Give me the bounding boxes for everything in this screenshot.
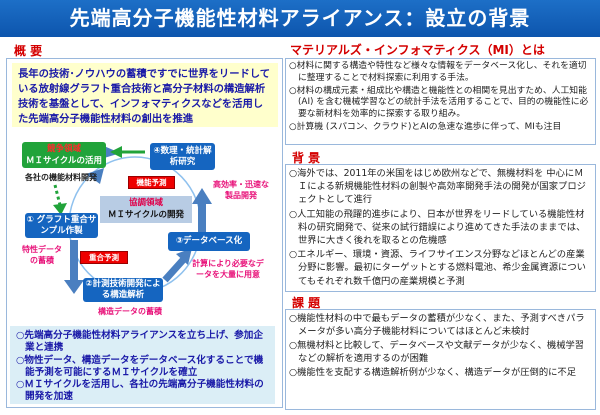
issue-item: ○機能性材料の中で最もデータの蓄積が少なく、また、予測すべきパラメータが多い高分… bbox=[289, 313, 585, 337]
background-heading: 背 景 bbox=[292, 151, 321, 165]
step2-node: ②計測技術開発による構造解析 bbox=[83, 278, 163, 302]
issues-box: ○機能性材料の中で最もデータの蓄積が少なく、また、予測すべきパラメータが多い高分… bbox=[285, 309, 596, 410]
mi-box: ○材料に関する構造や特性など様々な情報をデータベース化し、それを適切に整理するこ… bbox=[285, 58, 596, 145]
coop-title: 協調領域 bbox=[128, 198, 163, 208]
step3-node: ③データベース化 bbox=[168, 232, 250, 251]
prop-data-note: 特性データの蓄積 bbox=[22, 245, 62, 265]
fast-dev-note: 高効率・迅速な製品開発 bbox=[213, 180, 269, 200]
alliance-point: ○物性データ、構造データをデータベース化することで機能予測を可能にするＭＩサイク… bbox=[16, 354, 264, 378]
mi-item: ○計算機 (スパコン、クラウド)とAIの急速な進歩に伴って、MIも注目 bbox=[289, 121, 562, 132]
background-box: ○海外では、2011年の米国をはじめ欧州などで、無機材料を 中心にＭＩによる新規… bbox=[285, 164, 596, 292]
company-dev-label: 各社の機能材料開発 bbox=[25, 173, 97, 182]
mi-cycle-diagram bbox=[53, 144, 212, 294]
arrow-head-4-1 bbox=[86, 168, 104, 184]
background-item: ○人工知能の飛躍的進歩により、日本が世界をリードしている機能性材料の研究開発で、… bbox=[289, 208, 586, 247]
arrow-2-to-3 bbox=[162, 257, 186, 283]
arrow-3-to-4 bbox=[198, 202, 206, 232]
overview-heading: 概 要 bbox=[14, 44, 43, 58]
step1-node: ① グラフト重合サンプル作製 bbox=[25, 213, 98, 238]
alliance-point: ○ＭＩサイクルを活用し、各社の先端高分子機能性材料の開発を加速 bbox=[16, 379, 264, 403]
background-item: ○エネルギー、環境・資源、ライフサイエンス分野などほとんどの産業分野に影響。最初… bbox=[289, 249, 586, 287]
alliance-point: ○先端高分子機能性材料アライアンスを立ち上げ、参加企業と連携 bbox=[16, 330, 263, 354]
competitive-sub: ＭＩサイクルの活用 bbox=[25, 156, 103, 166]
struct-data-note: 構造データの蓄積 bbox=[98, 307, 162, 316]
arrow-1-to-2 bbox=[70, 240, 78, 280]
issue-item: ○無機材料と比較して、データベースや文献データが少なく、機械学習などの解析を適用… bbox=[289, 340, 585, 364]
competitive-area-box: 競争領域 ＭＩサイクルの活用 bbox=[22, 142, 106, 168]
polymerization-prediction-badge: 重合予測 bbox=[80, 251, 128, 264]
mi-item: ○材料に関する構造や特性など様々な情報をデータベース化し、それを適切に整理するこ… bbox=[289, 61, 587, 83]
cooperative-area-box: 協調領域 ＭＩサイクルの開発 bbox=[100, 196, 192, 223]
function-prediction-badge: 機能予測 bbox=[128, 176, 175, 189]
page-title: 先端高分子機能性材料アライアンス：設立の背景 bbox=[0, 0, 600, 37]
issue-item: ○機能性を支配する構造解析例が少なく、構造データが圧倒的に不足 bbox=[289, 367, 577, 378]
alliance-points: ○先端高分子機能性材料アライアンスを立ち上げ、参加企業と連携 ○物性データ、構造… bbox=[10, 326, 275, 404]
issues-heading: 課 題 bbox=[292, 296, 321, 310]
competitive-title: 競争領域 bbox=[46, 144, 81, 154]
overview-panel bbox=[6, 58, 283, 408]
mi-item: ○材料の構成元素・組成比や構造と機能性との相関を見出すため、人工知能 (AI) … bbox=[289, 85, 589, 120]
mi-heading: マテリアルズ・インフォマティクス（MI）とは bbox=[290, 43, 545, 57]
step4-node: ④数理・統計解析研究 bbox=[150, 143, 215, 170]
calc-data-note: 計算により必要なデータを大量に用意 bbox=[192, 259, 264, 279]
summary-text: 長年の技術･ノウハウの蓄積ですでに世界をリードしている放射線グラフト重合技術と高… bbox=[12, 63, 278, 127]
dotted-arrow bbox=[53, 184, 62, 206]
background-item: ○海外では、2011年の米国をはじめ欧州などで、無機材料を 中心にＭＩによる新規… bbox=[289, 168, 586, 206]
coop-sub: ＭＩサイクルの開発 bbox=[107, 210, 185, 220]
